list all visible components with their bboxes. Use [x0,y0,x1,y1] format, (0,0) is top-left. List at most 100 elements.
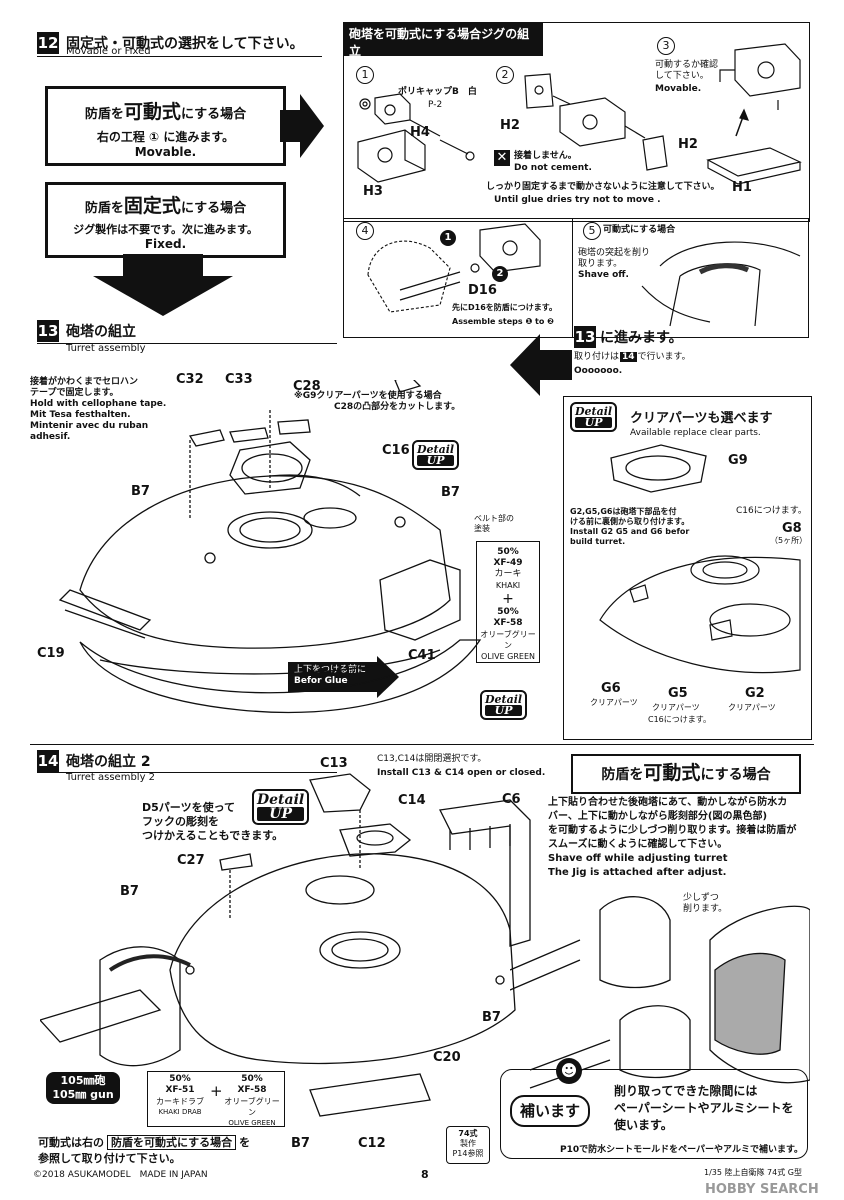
c33-label: C33 [225,372,253,387]
d5-note-3: つけかえることもできます。 [142,829,284,842]
movable-line1a: 防盾を [84,107,124,122]
jig-step-1-drawing [357,93,475,183]
fixed-line1b: 固定式 [123,195,181,217]
c19-label: C19 [37,646,65,661]
jig-step-5-drawing [641,241,801,327]
c20-label: C20 [433,1050,461,1065]
paint14-col2: 50% XF-58 オリーブグリーン OLIVE GREEN [222,1074,282,1129]
glue-note-en: Until glue dries try not to move . [494,195,661,205]
fixed-choice-box: 防盾を固定式にする場合 ジグ製作は不要です。次に進みます。 Fixed. [45,182,286,258]
jig-title: 砲塔を可動式にする場合ジグの組立 [349,27,530,58]
step-14-number: 14 [37,750,59,772]
b7-label-14b: B7 [482,1010,501,1025]
footer-watermark: HOBBY SEARCH [705,1182,819,1197]
jig-step-4-drawing [367,223,541,313]
jig-step-4-note-en: Assemble steps ❶ to ❷ [452,317,554,326]
g5-label: G5 [668,686,688,701]
arrow-left-icon [510,334,572,396]
movable-body-en1: Shave off while adjusting turret [548,853,728,864]
paint13-en1: KHAKI [495,581,521,590]
b7-label-14c: B7 [291,1136,310,1151]
paint13-pct2: 50% [497,607,519,617]
detail-up-badge-link: Detail UP [480,690,528,720]
fixed-line1c: にする場合 [180,201,247,216]
belt-note: ベルト部の 塗装 [474,514,514,534]
step-12-number: 12 [37,32,59,54]
paint13-code1: XF-49 [493,558,523,568]
g8-label: G8 [782,521,802,536]
movable-panel-title-c: にする場合 [700,767,771,783]
g6-label: G6 [601,681,621,696]
detail-up-badge-14: Detail UP [252,789,310,825]
g5-sub: クリアパーツ [652,703,700,712]
fixed-line3: Fixed. [144,237,187,251]
paint13-pct1: 50% [497,547,519,557]
movable-panel-body: 上下貼り合わせた後砲塔にあて、動かしながら防水カ バー、上下に動かしながら彫刻部… [548,796,796,880]
belt-note-1: ベルト部の [474,514,514,523]
gun-label-box: 105㎜砲 105㎜ gun [46,1072,120,1104]
h2-label-b: H2 [678,137,698,152]
detail-up-link-line2: UP [485,705,523,716]
h2-label-a: H2 [500,118,520,133]
movable-ref: 可動式は右の防盾を可動式にする場合を 参照して取り付けて下さい。 [38,1135,250,1167]
g9-label: G9 [728,453,748,468]
h4-label: H4 [410,125,430,140]
tape-note-2: テープで固定します。 [30,388,119,398]
movable-line2: 右の工程 ① に進みます。 [96,130,235,144]
c6-label: C6 [502,792,521,807]
turret-14-drawing [40,773,531,1117]
paint14-code1: XF-51 [165,1085,195,1095]
turret-13-drawing [58,380,482,714]
supp-text-2: ペーパーシートやアルミシートを [614,1101,794,1115]
movable-line1b: 可動式 [123,101,181,123]
c14-label: C14 [398,793,426,808]
polycap-code: P-2 [428,100,443,110]
movable-line3: Movable. [134,145,197,159]
clear-note-jp1: G2,G5,G6は砲塔下部品を付 [570,507,677,516]
d5-note-1: D5パーツを使って [142,801,236,814]
paint13-en2: OLIVE GREEN [480,652,536,661]
tape-note: 接着がかわくまでセロハン テープで固定します。 Hold with cellop… [30,377,190,443]
gun-label-2: 105㎜ gun [52,1088,114,1101]
g9-note-2: C28の凸部分をカットします。 [334,402,461,412]
paint14-pct1: 50% [169,1074,191,1084]
tape-note-3: Hold with cellophane tape. [30,399,167,409]
step-12-title: 固定式・可動式の選択をして下さい。 [66,36,304,52]
supplement-box [500,1069,808,1159]
step-13-title: 砲塔の組立 [66,324,136,340]
paint-box-14: 50% XF-51 カーキドラブ KHAKI DRAB + 50% XF-58 … [147,1071,285,1127]
ref-badge-1: 74式 [458,1129,478,1138]
paint13-jp1: カーキ [494,569,522,579]
paint-box-13: 50% XF-49 カーキ KHAKI + 50% XF-58 オリーブグリーン… [476,541,540,663]
step-13-number: 13 [37,320,59,342]
jig-subtitle: Jig assembly steps ① to ⑤ [349,59,467,69]
arrow-right-icon [280,94,324,158]
goto-13-line3: Ooooooo. [574,366,623,376]
clear-parts-title: クリアパーツも選べます [630,411,773,426]
tape-note-4: Mit Tesa festhalten. [30,410,131,420]
c16-note: C16につけます。 [736,506,807,516]
detail-up-14-line2: UP [257,807,305,821]
no-cement-icon: ✕ [494,150,510,166]
clear-turret-drawing [599,555,801,674]
b7-label-13b: B7 [441,485,460,500]
jig-step-4-panel [343,218,573,338]
jig-step-5-note-jp: 砲塔の突起を削り取ります。 [578,248,651,269]
jig-header: 砲塔を可動式にする場合ジグの組立 Jig assembly steps ① to… [343,22,543,69]
b7-label-13a: B7 [131,484,150,499]
step-13-rule [37,343,337,344]
tape-note-5: Mintenir avec du ruban [30,421,149,431]
jig-step-1-num: 1 [356,66,374,84]
c32-label: C32 [176,372,204,387]
paint14-jp1: カーキドラブ [156,1097,204,1106]
clear-parts-note: G2,G5,G6は砲塔下部品を付 ける前に裏側から取り付けます。 Install… [570,507,689,547]
detail-up-13-line1: Detail [417,443,455,456]
g8-count: （5ヶ所） [770,536,808,545]
fixed-line1a: 防盾を [84,201,124,216]
clear-note-en2: build turret. [570,537,626,546]
jig-step-3-note-en: Movable. [655,84,702,94]
jig-panel [343,22,810,222]
movable-ref-a: 可動式は右の [38,1136,104,1149]
movable-line1c: にする場合 [180,107,247,122]
jig-step-5-num: 5 [583,222,601,240]
